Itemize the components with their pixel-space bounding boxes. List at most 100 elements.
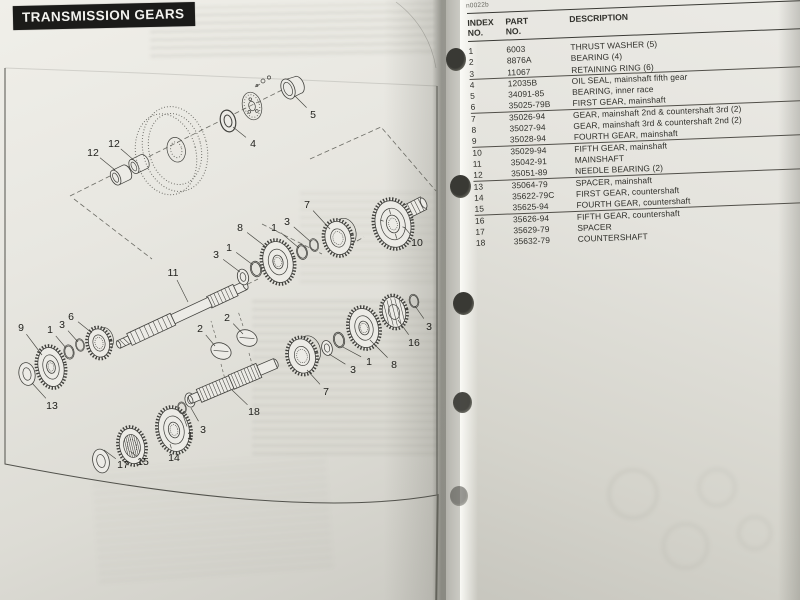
callout-leader	[312, 210, 331, 230]
callout-number: 9	[18, 322, 24, 334]
callout-number: 12	[108, 138, 120, 150]
table-cell: 2	[468, 57, 474, 68]
callout-number: 1	[47, 324, 53, 336]
callout-number: 7	[304, 199, 310, 211]
callout-number: 1	[271, 222, 277, 234]
retaining-ring	[248, 259, 264, 279]
table-cell: 18	[475, 237, 486, 248]
callout-leader	[130, 451, 136, 456]
callout-number: 4	[250, 138, 256, 150]
section-banner: TRANSMISSION GEARS	[12, 1, 196, 31]
callout-leader	[31, 382, 47, 399]
callout-number: 12	[87, 147, 99, 159]
page-curl-line	[395, 1, 437, 69]
table-cell: 15	[474, 203, 485, 214]
callout-leader	[280, 232, 300, 249]
small-hardware	[254, 75, 271, 88]
table-cell: 35632-79	[513, 234, 551, 247]
mainshaft	[115, 281, 249, 349]
callout-leader	[176, 279, 189, 303]
table-cell: 14	[473, 192, 484, 203]
callout-number: 1	[226, 242, 232, 254]
fourth-gear-countershaft	[116, 425, 148, 467]
callout-number: 8	[237, 222, 243, 234]
banner-title: TRANSMISSION GEARS	[21, 6, 185, 25]
callout-number: 8	[391, 359, 397, 371]
callout-number: 2	[224, 312, 230, 324]
table-cell: 16	[474, 215, 485, 226]
left-page: TRANSMISSION GEARS	[0, 0, 446, 600]
binder-hole	[446, 48, 466, 71]
first-gear-mainshaft	[85, 325, 114, 361]
needle-bearing	[128, 154, 150, 174]
callout-leader	[232, 323, 244, 335]
third-gear-mainshaft	[321, 217, 357, 258]
callout-leader	[182, 414, 188, 427]
callout-leader	[236, 252, 254, 266]
callout-number: 5	[310, 109, 316, 121]
callout-number: 10	[411, 237, 423, 249]
large-gear-hidden-line	[134, 106, 209, 196]
binder-hole	[450, 486, 468, 506]
callout-leader	[294, 95, 307, 108]
second-gear-mainshaft	[259, 238, 297, 286]
callout-leader	[397, 319, 409, 335]
bearing-inner-race	[280, 75, 305, 100]
callout-number: 11	[168, 267, 179, 279]
needle-bearing	[109, 164, 133, 186]
callout-number: 3	[213, 249, 219, 261]
callout-number: 3	[284, 216, 290, 228]
countershaft	[188, 358, 279, 404]
callout-number: 3	[200, 424, 206, 436]
callout-leader	[306, 369, 321, 385]
callout-leader	[169, 443, 172, 449]
callout-number: 18	[248, 406, 260, 418]
figure-code: n0022b	[465, 1, 490, 10]
callout-number: 3	[350, 364, 356, 376]
thrust-washer	[319, 338, 335, 358]
binder-hole	[453, 292, 474, 315]
callout-number: 7	[323, 386, 329, 398]
bleed-through	[570, 455, 780, 585]
callout-number: 14	[168, 452, 180, 464]
callout-leader	[26, 334, 43, 356]
first-gear-countershaft	[155, 405, 193, 455]
callout-leader	[190, 407, 199, 422]
table-cell: 17	[475, 226, 486, 237]
table-cell: 1	[468, 45, 474, 56]
callout-number: 15	[137, 456, 149, 468]
callout-number: 3	[59, 319, 65, 331]
callout-number: 13	[46, 400, 58, 412]
table-cell: 10	[472, 147, 483, 158]
callout-leader	[67, 330, 79, 343]
table-cell: 4	[469, 80, 475, 91]
oil-seal	[217, 107, 239, 135]
countershaft-third-gear	[285, 335, 321, 377]
callout-leader	[55, 335, 67, 349]
callout-number: 16	[408, 337, 420, 349]
binder-hole	[450, 175, 471, 198]
callout-number: 2	[197, 323, 203, 335]
callout-leader	[99, 157, 116, 171]
callout-leader	[404, 227, 412, 236]
callout-leader	[293, 226, 312, 243]
spacer	[92, 448, 110, 474]
callout-number: 3	[426, 321, 432, 333]
binder-hole	[453, 392, 472, 413]
diagram-border	[4, 68, 438, 504]
callout-leader	[340, 345, 362, 358]
retaining-ring	[307, 237, 321, 253]
table-cell: 7	[470, 113, 477, 125]
table-cell: 6	[470, 102, 476, 113]
callout-number: 6	[68, 311, 74, 323]
fourth-gear-mainshaft	[34, 344, 68, 390]
table-cell: 11	[472, 158, 482, 169]
retainer-plate	[241, 91, 263, 121]
